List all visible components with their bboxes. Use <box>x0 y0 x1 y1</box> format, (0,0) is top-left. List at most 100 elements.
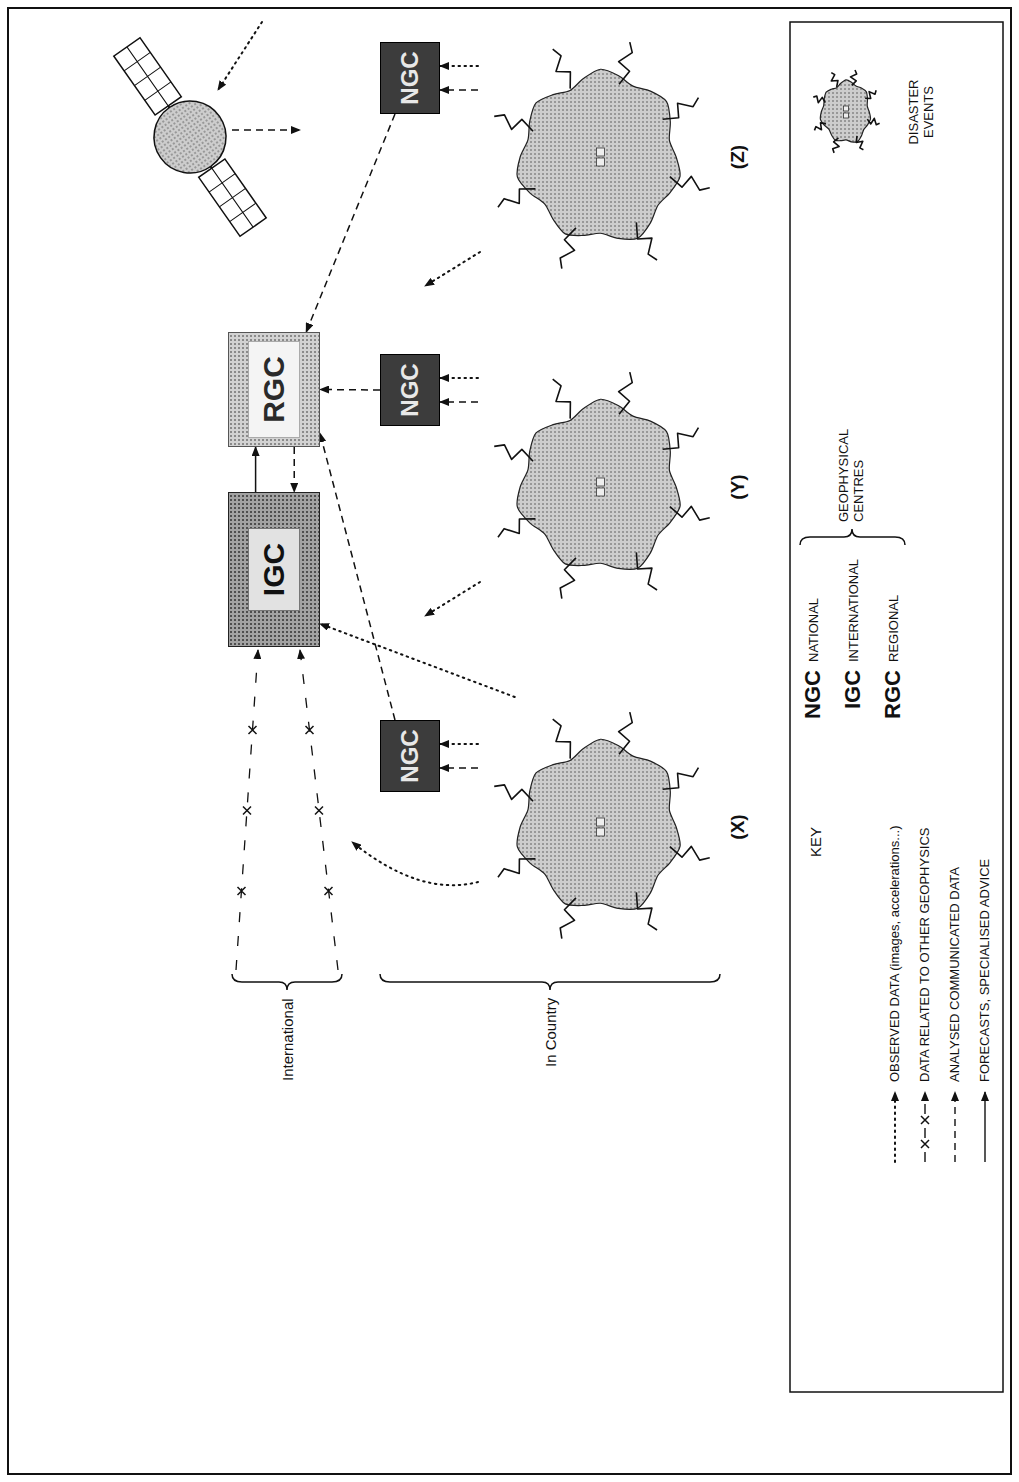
cloud-shape <box>478 357 723 617</box>
key-title: KEY <box>807 827 824 857</box>
key-meaning: REGIONAL <box>887 595 902 662</box>
solar-panel <box>199 159 267 236</box>
lightning-bolt <box>831 73 838 87</box>
lightning-bolt <box>619 372 633 414</box>
cloud-mark <box>844 106 849 111</box>
lightning-bolt <box>850 70 856 85</box>
satellite <box>97 26 282 248</box>
centre-name: NGC <box>396 363 424 416</box>
legend-line <box>894 1092 896 1162</box>
lightning-bolt <box>813 96 825 103</box>
cloud-mark <box>597 478 605 486</box>
legend-samples <box>813 70 985 1162</box>
cloud-body <box>820 80 870 142</box>
lightning-bolt <box>865 90 876 98</box>
legend-text: DATA RELATED TO OTHER GEOPHYSICS <box>918 827 933 1082</box>
analysed-data-arrow <box>440 89 478 91</box>
observed-data-arrow <box>352 842 478 885</box>
legend-sample <box>955 1092 956 1162</box>
legend-text: ANALYSED COMMUNICATED DATA <box>948 867 963 1082</box>
lightning-bolt <box>553 379 571 418</box>
observed-data-arrow <box>218 22 262 90</box>
cloud-mark <box>597 488 605 496</box>
observed-data-arrow <box>440 65 478 67</box>
analysed-data-arrow <box>320 389 380 391</box>
lightning-bolt <box>814 123 826 131</box>
panel-grid <box>114 38 182 115</box>
lightning-bolt <box>670 846 710 860</box>
ngc-box: NGC <box>380 42 440 114</box>
legend-line <box>924 1092 925 1162</box>
centre-name: NGC <box>396 51 424 104</box>
key-abbreviation: RGC <box>880 670 905 719</box>
centre-name: RGC <box>248 341 300 438</box>
legend-sample <box>813 70 879 153</box>
scope-label: International <box>279 998 296 1081</box>
cloud-mark <box>597 158 605 166</box>
lightning-bolt <box>663 98 699 120</box>
cloud-shape <box>478 697 723 957</box>
lightning-bolt <box>560 228 576 269</box>
observed-data-arrow <box>320 624 515 697</box>
panel-grid <box>199 159 267 236</box>
analysed-data-arrow <box>320 433 395 720</box>
lightning-bolt <box>670 506 710 520</box>
centre-name: IGC <box>248 528 300 611</box>
page-frame <box>8 8 1011 1474</box>
disaster-label: (Y) <box>727 357 749 617</box>
lightning-bolt <box>498 859 535 877</box>
lightning-bolt <box>636 222 657 260</box>
lightning-bolt <box>663 428 699 450</box>
igc-box: IGC <box>228 492 320 647</box>
rgc-box: RGC <box>228 332 320 447</box>
lightning-bolt <box>619 712 633 754</box>
cloud-mark <box>844 113 849 118</box>
x-marks <box>238 726 257 895</box>
analysed-data-arrow <box>306 114 395 332</box>
key-abbreviation: IGC <box>840 670 865 709</box>
disaster-label: (X) <box>727 697 749 957</box>
key-meaning: NATIONAL <box>807 598 822 662</box>
lightning-bolt <box>856 136 863 150</box>
x-mark <box>921 1116 929 1124</box>
lightning-bolt <box>553 719 571 758</box>
analysed-data-arrow <box>232 129 300 131</box>
analysed-data-arrow <box>293 447 295 492</box>
legend-sample <box>985 1092 986 1162</box>
lightning-bolt <box>553 49 571 88</box>
satellite-body <box>140 87 240 187</box>
analysed-data-arrow <box>440 767 478 769</box>
ngc-box: NGC <box>380 354 440 426</box>
legend-text: DISASTER EVENTS <box>907 67 937 157</box>
cloud-body <box>517 69 680 239</box>
solar-panel <box>114 38 182 115</box>
legend-text: FORECASTS, SPECIALISED ADVICE <box>978 859 993 1082</box>
key-abbreviation: NGC <box>800 670 825 719</box>
lightning-bolt <box>494 115 533 131</box>
cloud-mark <box>597 828 605 836</box>
group-label: GEOPHYSICAL CENTRES <box>837 418 867 522</box>
legend-sample <box>921 1092 929 1162</box>
cloud-body <box>517 399 680 569</box>
geophysics-link <box>300 650 338 970</box>
brace <box>800 529 905 545</box>
lightning-bolt <box>636 892 657 930</box>
lightning-bolt <box>560 558 576 599</box>
lightning-bolt <box>494 445 533 461</box>
legend-sample <box>895 1092 896 1162</box>
lightning-bolt <box>498 189 535 207</box>
lightning-bolt <box>619 42 633 84</box>
disaster-label: (Z) <box>727 27 749 287</box>
lightning-bolt <box>636 552 657 590</box>
lightning-bolt <box>833 138 839 153</box>
x-mark <box>921 1140 929 1148</box>
lightning-bolt <box>867 118 879 124</box>
centre-name: NGC <box>396 729 424 782</box>
observed-data-arrow <box>425 252 480 286</box>
scope-label: In Country <box>542 998 559 1067</box>
disaster-cloud: (Y) <box>478 357 723 617</box>
cloud-body <box>517 739 680 909</box>
key-meaning: INTERNATIONAL <box>847 559 862 662</box>
key-box <box>790 22 1003 1392</box>
